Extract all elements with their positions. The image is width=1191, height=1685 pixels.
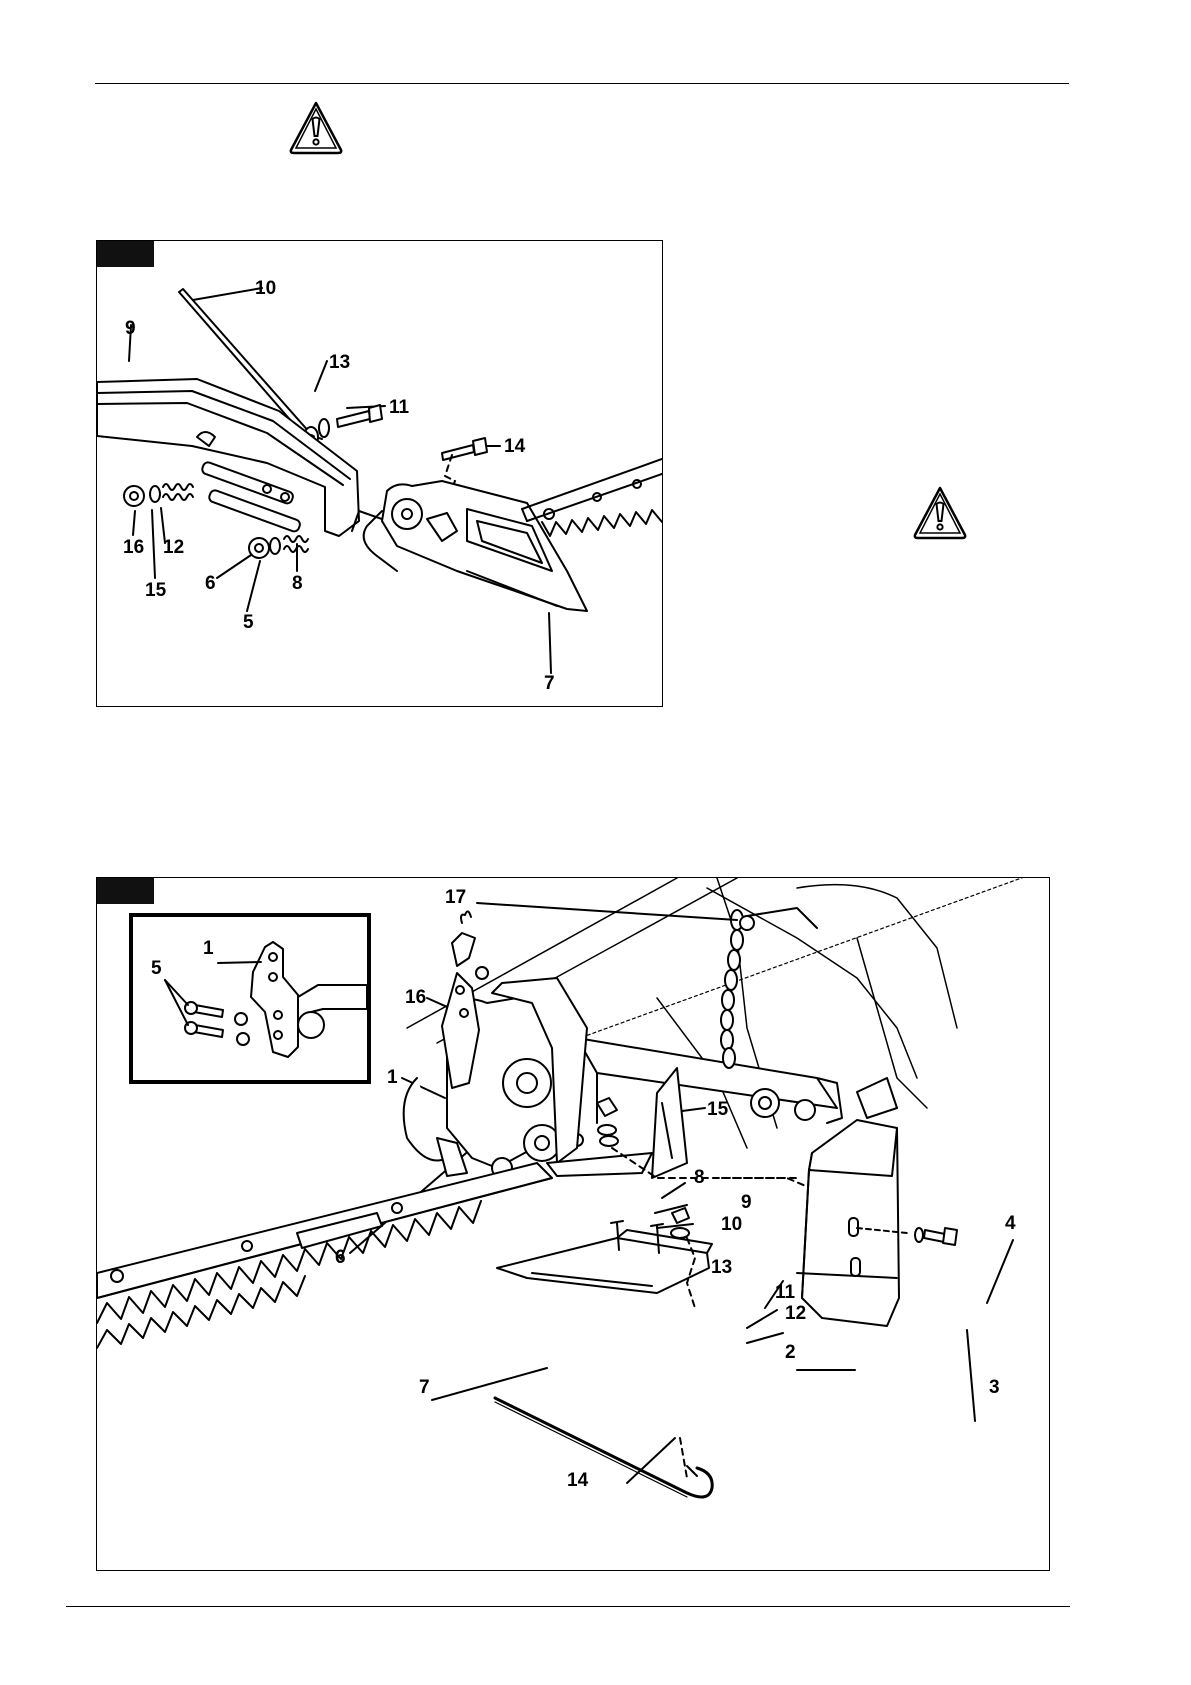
callout-3: 3 [989, 1378, 1000, 1397]
figure-1-drawing [97, 241, 662, 706]
callout-1-inset: 1 [203, 939, 214, 958]
callout-7: 7 [544, 674, 555, 693]
callout-5: 5 [243, 613, 254, 632]
detail-inset: 1 5 [129, 913, 371, 1084]
callout-12: 12 [163, 538, 184, 557]
inset-drawing [133, 917, 367, 1080]
callout-9: 9 [741, 1193, 752, 1212]
callout-6: 6 [335, 1248, 346, 1267]
header-rule [95, 83, 1069, 84]
callout-16: 16 [405, 988, 426, 1007]
figure-1-exploded-view: 10 9 13 11 14 16 12 6 8 15 5 7 [96, 240, 663, 707]
callout-16: 16 [123, 538, 144, 557]
callout-15: 15 [707, 1100, 728, 1119]
figure-2-mounting-view: 1 5 17 16 1 15 8 9 10 6 4 13 11 12 2 3 7… [96, 877, 1050, 1571]
callout-13: 13 [711, 1258, 732, 1277]
callout-6: 6 [205, 574, 216, 593]
callout-15: 15 [145, 581, 166, 600]
callout-1: 1 [387, 1068, 398, 1087]
callout-11: 11 [775, 1283, 795, 1302]
callout-12: 12 [785, 1304, 806, 1323]
callout-7: 7 [419, 1378, 430, 1397]
footer-rule [66, 1606, 1070, 1607]
callout-14: 14 [567, 1471, 588, 1490]
callout-5-inset: 5 [151, 959, 162, 978]
callout-13: 13 [329, 353, 350, 372]
callout-10: 10 [721, 1215, 742, 1234]
callout-8: 8 [292, 574, 303, 593]
callout-11: 11 [389, 398, 409, 417]
callout-8: 8 [694, 1168, 705, 1187]
callout-17: 17 [445, 888, 466, 907]
callout-9: 9 [125, 319, 136, 338]
callout-14: 14 [504, 437, 525, 456]
warning-triangle-icon [288, 100, 344, 156]
callout-4: 4 [1005, 1214, 1016, 1233]
callout-2: 2 [785, 1343, 796, 1362]
warning-triangle-icon [912, 485, 968, 541]
callout-10: 10 [255, 279, 276, 298]
